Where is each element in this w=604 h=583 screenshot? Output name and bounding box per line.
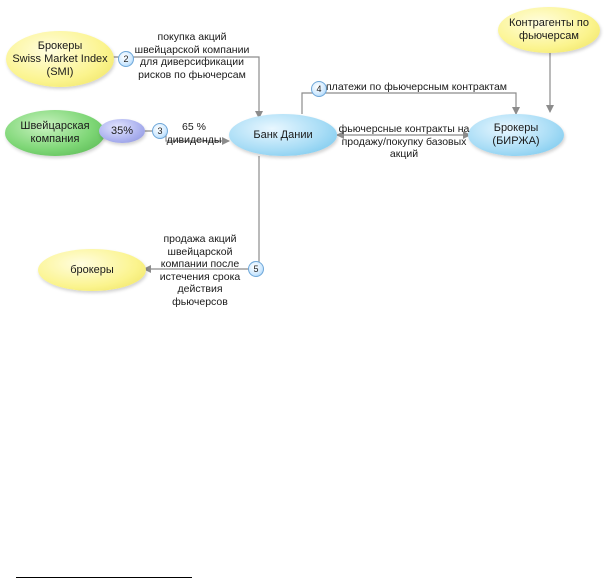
node-bank: Банк Дании bbox=[229, 114, 337, 156]
node-swiss-company: Швейцарская компания bbox=[5, 110, 105, 156]
edge-4-line bbox=[301, 92, 520, 115]
node-brokers-exchange: Брокеры (БИРЖА) bbox=[468, 114, 564, 156]
edge-2-badge: 2 bbox=[118, 51, 134, 67]
edge-3-label: 65 % дивиденды bbox=[166, 121, 222, 146]
edge-3-badge: 3 bbox=[152, 123, 168, 139]
edge-4-label: платежи по фьючерсным контрактам bbox=[326, 81, 508, 93]
edge-contract-label: фьючерсные контракты на продажу/покупку … bbox=[338, 123, 470, 160]
edge-4-badge: 4 bbox=[311, 81, 327, 97]
node-share: 35% bbox=[99, 119, 145, 143]
edge-2-line bbox=[111, 56, 263, 119]
node-contragents: Контрагенты по фьючерсам bbox=[498, 7, 600, 53]
edge-5-badge: 5 bbox=[248, 261, 264, 277]
edge-2-label: покупка акций швейцарской компании для д… bbox=[134, 31, 250, 81]
node-brokers-smi: Брокеры Swiss Market Index (SMI) bbox=[6, 31, 114, 87]
edge-5-label: продажа акций швейцарской компании после… bbox=[159, 233, 241, 308]
node-brokers-bottom: брокеры bbox=[38, 249, 146, 291]
footnote-rule bbox=[16, 577, 192, 578]
